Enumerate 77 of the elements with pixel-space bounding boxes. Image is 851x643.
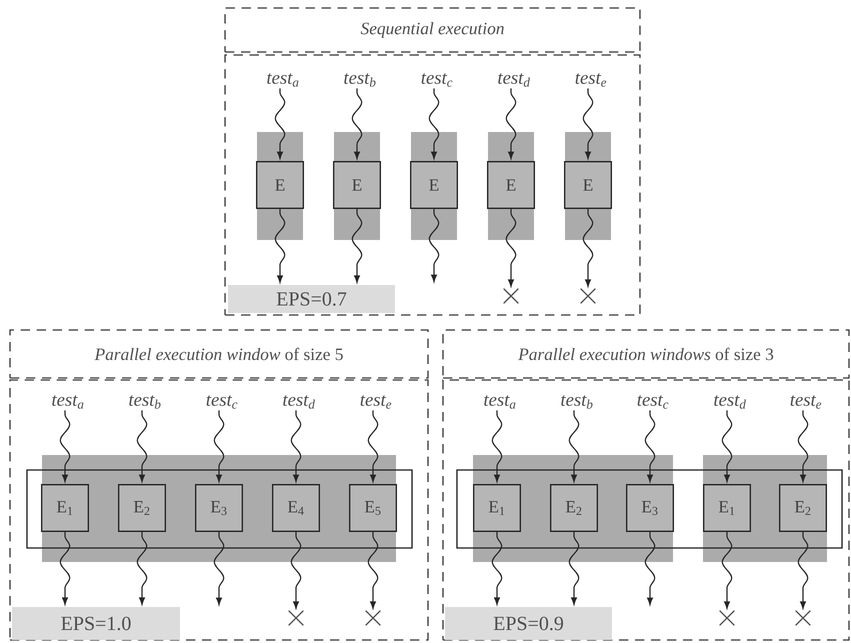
wavy-arrow xyxy=(798,410,808,482)
wavy-arrow xyxy=(568,532,580,605)
executor-box: E$_{1}$ xyxy=(703,484,751,532)
wavy-arrow xyxy=(644,532,656,605)
cross-mark xyxy=(365,610,381,626)
wavy-arrow xyxy=(582,209,594,287)
wavy-arrow xyxy=(290,410,302,482)
executor-box: E$_{2}$ xyxy=(779,484,827,532)
wavy-arrow xyxy=(492,410,502,482)
wavy-arrow xyxy=(428,209,440,282)
window-frame xyxy=(26,469,413,549)
title-band: Parallel execution window of size 5 xyxy=(9,329,429,379)
executor-box: E$_{3}$ xyxy=(195,484,243,532)
executor-box: E xyxy=(333,161,381,209)
wavy-arrow xyxy=(352,209,362,283)
wavy-arrow xyxy=(136,410,148,482)
wavy-arrow xyxy=(274,209,286,283)
executor-box: E$_{3}$ xyxy=(626,484,674,532)
cross-mark xyxy=(795,610,811,626)
test-label: test$_{e}$ xyxy=(790,395,822,409)
test-label: test$_{c}$ xyxy=(638,395,668,409)
test-label: test$_{a}$ xyxy=(267,73,298,87)
test-label: test$_{d}$ xyxy=(283,395,315,409)
wavy-arrow xyxy=(368,410,378,482)
wavy-arrow xyxy=(352,88,362,159)
cross-mark xyxy=(288,610,304,626)
score-label: EPS=0.9 xyxy=(445,606,612,640)
score-label: EPS=0.7 xyxy=(228,285,395,313)
wavy-arrow xyxy=(506,88,516,159)
wavy-arrow xyxy=(722,532,732,609)
panel-frame xyxy=(224,54,641,316)
score-label: EPS=1.0 xyxy=(12,606,180,640)
title-band: Sequential execution xyxy=(224,7,641,53)
executor-box: E$_{5}$ xyxy=(349,484,397,532)
executor-box: E$_{1}$ xyxy=(473,484,521,532)
executor-box: E$_{4}$ xyxy=(272,484,320,532)
wavy-arrow xyxy=(644,410,656,482)
wavy-arrow xyxy=(582,88,594,159)
executor-box: E xyxy=(256,161,304,209)
cross-mark xyxy=(503,288,519,304)
wavy-arrow xyxy=(798,532,808,609)
executor-box: E$_{1}$ xyxy=(41,484,89,532)
wavy-arrow xyxy=(214,410,224,482)
wavy-arrow xyxy=(492,532,502,605)
executor-box: E xyxy=(564,161,612,209)
test-label: test$_{b}$ xyxy=(561,395,592,409)
test-label: test$_{c}$ xyxy=(206,395,238,409)
test-label: test$_{a}$ xyxy=(484,395,516,409)
test-label: test$_{b}$ xyxy=(129,395,161,409)
executor-box: E$_{2}$ xyxy=(550,484,598,532)
wavy-arrow xyxy=(214,532,224,605)
wavy-arrow xyxy=(506,209,516,287)
wavy-arrow xyxy=(568,410,580,482)
panel-frame xyxy=(9,379,429,641)
cross-mark xyxy=(719,610,735,626)
wavy-arrow xyxy=(290,532,302,609)
wavy-arrow xyxy=(274,88,286,159)
test-label: test$_{d}$ xyxy=(498,73,530,87)
cross-mark xyxy=(580,288,596,304)
window-frame xyxy=(456,469,843,549)
wavy-arrow xyxy=(428,88,440,159)
panel-frame xyxy=(442,379,850,641)
wavy-arrow xyxy=(60,532,70,605)
test-label: test$_{a}$ xyxy=(52,395,84,409)
test-label: test$_{d}$ xyxy=(714,395,746,409)
test-label: test$_{b}$ xyxy=(344,73,376,87)
wavy-arrow xyxy=(722,410,732,482)
executor-box: E xyxy=(487,161,535,209)
test-label: test$_{e}$ xyxy=(576,73,606,87)
wavy-arrow xyxy=(368,532,378,609)
test-label: test$_{c}$ xyxy=(422,73,452,87)
wavy-arrow xyxy=(60,410,70,482)
title-band: Parallel execution windows of size 3 xyxy=(442,329,850,379)
executor-box: E xyxy=(410,161,458,209)
executor-box: E$_{2}$ xyxy=(118,484,166,532)
test-label: test$_{e}$ xyxy=(360,395,392,409)
wavy-arrow xyxy=(136,532,148,605)
